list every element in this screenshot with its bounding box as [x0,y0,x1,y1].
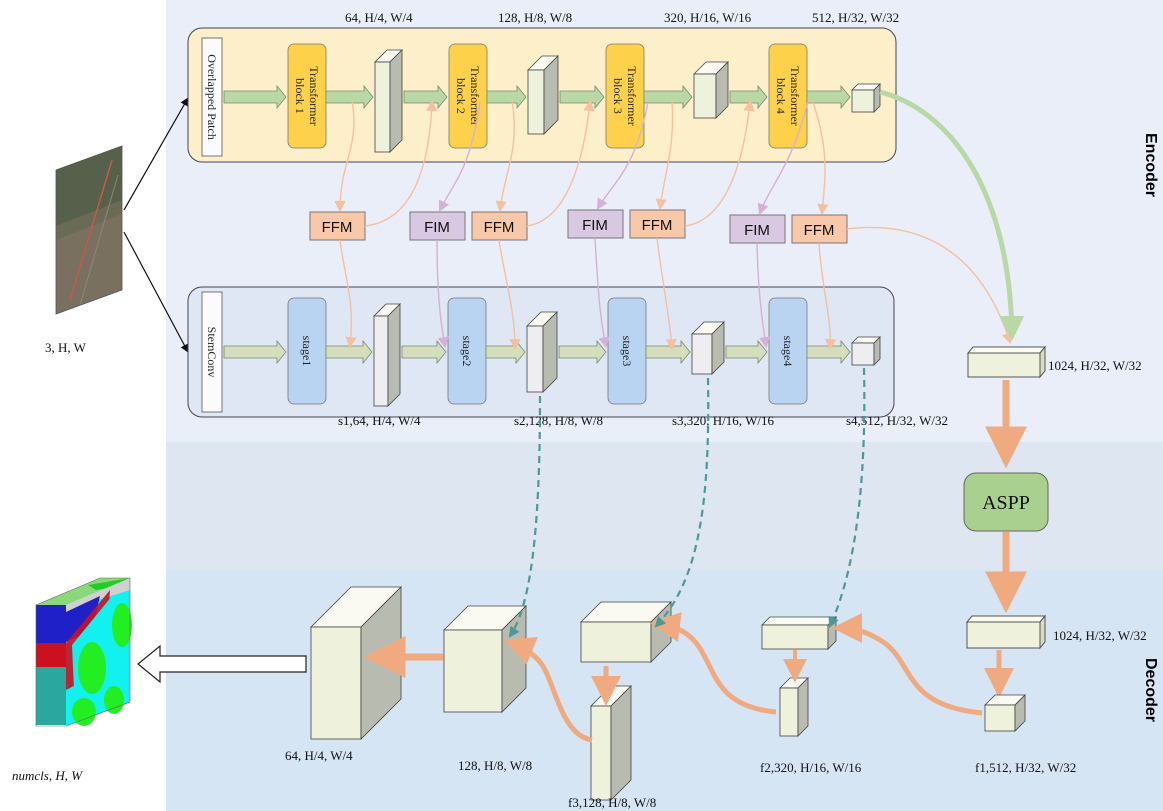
ffm-label-3: FFM [642,217,673,234]
fim-label-2: FIM [582,217,608,234]
decoder-out-128-label: 128, H/8, W/8 [458,758,532,773]
transformer-shape-label-4: 512, H/32, W/32 [812,10,899,25]
decoder-f3-cube [591,686,631,800]
decoder-f1-cube [985,695,1025,731]
cnn-feature-1 [374,304,400,406]
aspp-out-box [967,616,1045,648]
decoder-f2-top-cube [762,617,836,649]
ffm-label-2: FFM [484,219,515,236]
fim-label-3: FIM [744,222,770,239]
aspp-label: ASPP [982,492,1030,514]
cnn-shape-label-4: s4,512, H/32, W/32 [846,413,948,428]
aspp-out-shape-label: 1024, H/32, W/32 [1053,628,1147,643]
cnn-feature-2 [527,312,557,392]
decoder-out-64-label: 64, H/4, W/4 [285,748,353,763]
transformer-feature-2 [528,56,558,134]
transformer-feature-3 [694,62,728,118]
input-image [56,146,122,314]
stemconv-label: StemConv [205,327,219,378]
transformer-shape-label-3: 320, H/16, W/16 [664,10,752,25]
decoder-f2-label: f2,320, H/16, W/16 [760,760,862,775]
fim-label-1: FIM [424,219,450,236]
transformer-shape-label-1: 64, H/4, W/4 [345,10,413,25]
decoder-f2-cube [780,678,808,736]
transformer-feature-4 [852,84,880,112]
cnn-stage-1-label: stage1 [300,336,314,367]
cnn-feature-3 [692,322,724,374]
ffm-label-4: FFM [804,222,835,239]
decoder-f1-label: f1,512, H/32, W/32 [975,760,1076,775]
decoder-section-label: Decoder [1142,658,1159,722]
fused-shape-label: 1024, H/32, W/32 [1048,358,1142,373]
encoder-section-label: Encoder [1142,133,1159,197]
fused-feature-box [968,347,1045,377]
decoder-out-128-cube [444,606,526,712]
cnn-feature-4 [852,337,880,365]
cnn-stage-3-label: stage3 [620,336,634,367]
cnn-shape-label-1: s1,64, H/4, W/4 [338,413,421,428]
cnn-shape-label-2: s2,128, H/8, W/8 [514,413,603,428]
overlapped-patch-label: Overlapped Patch [205,54,219,140]
input-shape-label: 3, H, W [45,340,87,355]
cnn-shape-label-3: s3,320, H/16, W/16 [672,413,774,428]
cnn-stage-4-label: stage4 [781,336,795,367]
decoder-f3-top-cube [581,602,671,662]
decoder-f3-label: f3,128, H/8, W/8 [568,795,656,810]
output-shape-label: numcls, H, W [12,768,83,783]
transformer-shape-label-2: 128, H/8, W/8 [498,10,572,25]
transformer-feature-1 [375,50,402,152]
ffm-label-1: FFM [322,219,353,236]
cnn-stage-2-label: stage2 [460,336,474,367]
output-segmentation-map [36,578,132,726]
